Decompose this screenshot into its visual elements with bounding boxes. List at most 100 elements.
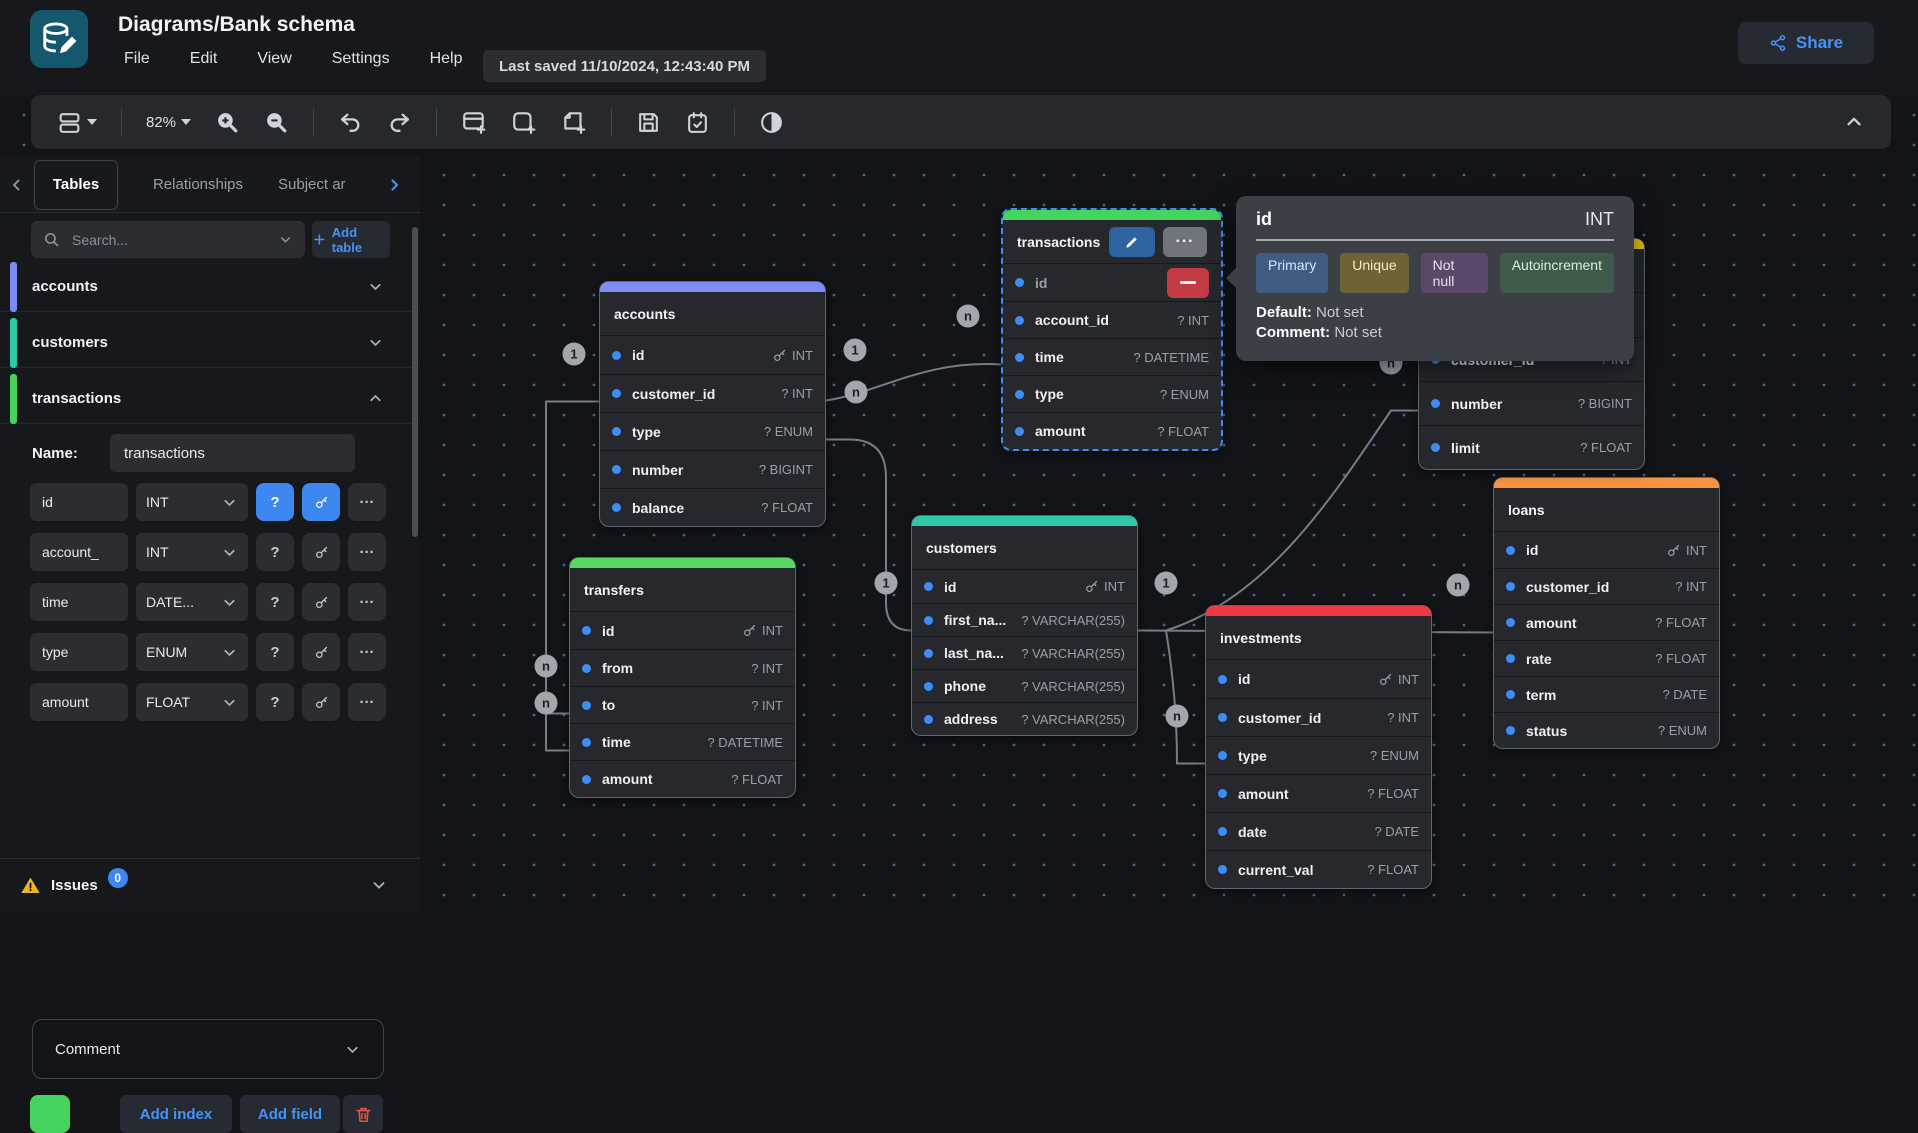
table-field-row[interactable]: amount? FLOAT — [570, 760, 795, 797]
table-field-row[interactable]: from? INT — [570, 649, 795, 686]
menu-file[interactable]: File — [124, 50, 150, 67]
field-nullable-toggle[interactable]: ? — [256, 533, 294, 571]
field-type-select[interactable]: ENUM — [136, 633, 248, 671]
tab-tables[interactable]: Tables — [34, 159, 118, 210]
field-name-input[interactable] — [30, 583, 128, 621]
table-field-row[interactable]: term? DATE — [1494, 676, 1719, 712]
commit-button[interactable] — [685, 110, 710, 135]
field-type-select[interactable]: INT — [136, 533, 248, 571]
delete-table-button[interactable] — [343, 1095, 383, 1133]
table-field-row[interactable]: number? BIGINT — [600, 450, 825, 488]
field-nullable-toggle[interactable]: ? — [256, 483, 294, 521]
add-note-tool-button[interactable] — [561, 109, 587, 135]
table-field-row[interactable]: rate? FLOAT — [1494, 640, 1719, 676]
zoom-in-button[interactable] — [215, 110, 240, 135]
comment-section[interactable]: Comment — [32, 1019, 384, 1079]
table-name-input[interactable] — [110, 434, 355, 472]
field-type-select[interactable]: DATE... — [136, 583, 248, 621]
share-button[interactable]: Share — [1738, 22, 1874, 64]
table-field-row[interactable]: phone? VARCHAR(255) — [912, 669, 1137, 702]
field-name-input[interactable] — [30, 483, 128, 521]
menu-help[interactable]: Help — [429, 50, 463, 67]
field-primary-toggle[interactable] — [302, 583, 340, 621]
field-nullable-toggle[interactable]: ? — [256, 683, 294, 721]
table-search[interactable] — [31, 221, 305, 258]
table-field-row[interactable]: amount? FLOAT — [1494, 604, 1719, 640]
table-field-row[interactable]: type? ENUM — [1206, 736, 1431, 774]
layout-menu-button[interactable] — [57, 110, 97, 135]
tabs-scroll-right-button[interactable] — [374, 176, 414, 194]
theme-contrast-button[interactable] — [759, 110, 784, 135]
field-more-button[interactable]: ··· — [348, 583, 386, 621]
table-field-row[interactable]: id — [1003, 264, 1221, 301]
field-name-input[interactable] — [30, 533, 128, 571]
field-more-button[interactable]: ··· — [348, 483, 386, 521]
add-table-tool-button[interactable] — [461, 109, 487, 135]
table-field-row[interactable]: account_id? INT — [1003, 301, 1221, 338]
field-primary-toggle[interactable] — [302, 683, 340, 721]
field-primary-toggle[interactable] — [302, 533, 340, 571]
table-more-button[interactable]: ··· — [1163, 226, 1207, 257]
add-table-button[interactable]: Add table — [312, 221, 390, 258]
field-type-select[interactable]: INT — [136, 483, 248, 521]
field-more-button[interactable]: ··· — [348, 633, 386, 671]
table-field-row[interactable]: type? ENUM — [600, 412, 825, 450]
collapse-toolbar-button[interactable] — [1843, 111, 1865, 133]
table-field-row[interactable]: current_val? FLOAT — [1206, 850, 1431, 888]
table-field-row[interactable]: to? INT — [570, 686, 795, 723]
search-input[interactable] — [72, 231, 266, 248]
table-field-row[interactable]: number? BIGINT — [1419, 381, 1644, 425]
field-nullable-toggle[interactable]: ? — [256, 583, 294, 621]
field-name-input[interactable] — [30, 683, 128, 721]
tab-subject-areas[interactable]: Subject ar — [278, 176, 346, 193]
sidebar-table-customers[interactable]: customers — [0, 318, 420, 368]
undo-button[interactable] — [338, 110, 363, 135]
issues-bar[interactable]: Issues 0 — [0, 858, 420, 911]
add-field-button[interactable]: Add field — [240, 1095, 340, 1133]
add-index-button[interactable]: Add index — [120, 1095, 232, 1133]
table-field-row[interactable]: customer_id? INT — [1494, 568, 1719, 604]
add-area-tool-button[interactable] — [511, 109, 537, 135]
tabs-scroll-left-button[interactable] — [0, 176, 34, 194]
field-type-select[interactable]: FLOAT — [136, 683, 248, 721]
chevron-up-icon[interactable] — [367, 390, 384, 407]
field-primary-toggle[interactable] — [302, 483, 340, 521]
table-field-row[interactable]: status? ENUM — [1494, 712, 1719, 748]
panel-scrollbar[interactable] — [412, 227, 418, 537]
edit-table-button[interactable] — [1109, 226, 1155, 257]
save-button[interactable] — [636, 110, 661, 135]
field-name-input[interactable] — [30, 633, 128, 671]
table-field-row[interactable]: time? DATETIME — [1003, 338, 1221, 375]
menu-settings[interactable]: Settings — [331, 50, 390, 67]
table-field-row[interactable]: amount? FLOAT — [1003, 412, 1221, 449]
field-primary-toggle[interactable] — [302, 633, 340, 671]
field-nullable-toggle[interactable]: ? — [256, 633, 294, 671]
menu-edit[interactable]: Edit — [189, 50, 218, 67]
table-field-row[interactable]: amount? FLOAT — [1206, 774, 1431, 812]
table-field-row[interactable]: balance? FLOAT — [600, 488, 825, 526]
table-field-row[interactable]: limit? FLOAT — [1419, 425, 1644, 469]
chevron-down-icon[interactable] — [367, 278, 384, 295]
table-field-row[interactable]: last_na...? VARCHAR(255) — [912, 636, 1137, 669]
table-field-row[interactable]: address? VARCHAR(255) — [912, 702, 1137, 735]
table-field-row[interactable]: customer_id? INT — [1206, 698, 1431, 736]
field-more-button[interactable]: ··· — [348, 533, 386, 571]
chevron-down-icon[interactable] — [367, 334, 384, 351]
sidebar-table-accounts[interactable]: accounts — [0, 262, 420, 312]
field-more-button[interactable]: ··· — [348, 683, 386, 721]
redo-button[interactable] — [387, 110, 412, 135]
zoom-level-select[interactable]: 82% — [146, 114, 192, 131]
delete-field-button[interactable] — [1167, 267, 1209, 298]
table-field-row[interactable]: customer_id? INT — [600, 374, 825, 412]
sidebar-table-transactions[interactable]: transactions — [0, 374, 420, 424]
menu-view[interactable]: View — [257, 50, 292, 67]
